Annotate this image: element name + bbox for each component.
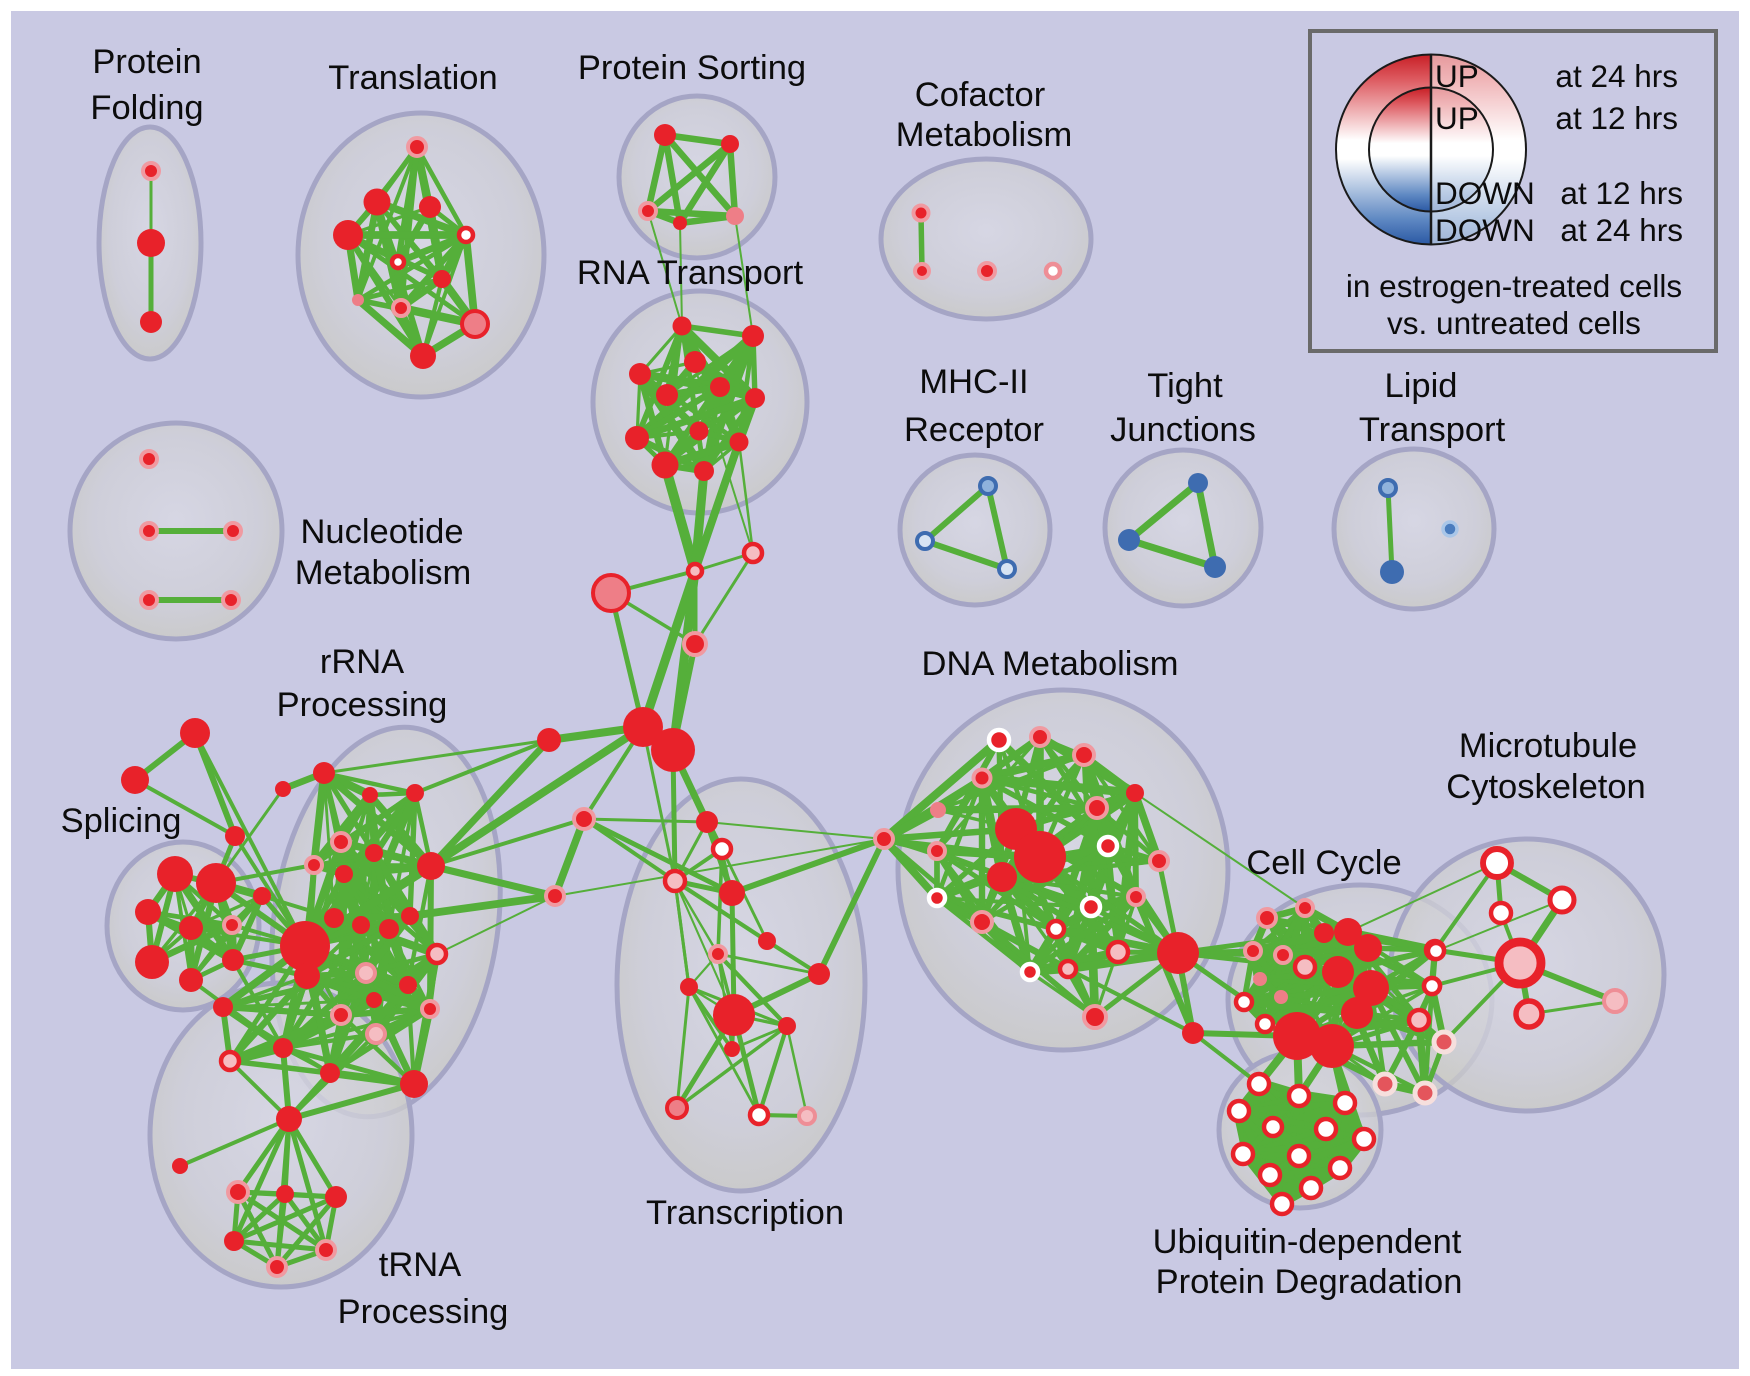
svg-text:Protein Degradation: Protein Degradation — [1156, 1263, 1463, 1301]
svg-text:at 24 hrs: at 24 hrs — [1555, 58, 1678, 94]
svg-text:Translation: Translation — [328, 59, 497, 97]
svg-text:Junctions: Junctions — [1110, 411, 1256, 449]
svg-text:DNA Metabolism: DNA Metabolism — [922, 645, 1179, 683]
svg-text:Transcription: Transcription — [646, 1194, 844, 1232]
svg-text:MHC-II: MHC-II — [919, 363, 1028, 401]
svg-text:RNA Transport: RNA Transport — [577, 254, 804, 292]
svg-text:DOWN: DOWN — [1435, 175, 1535, 211]
svg-text:Ubiquitin-dependent: Ubiquitin-dependent — [1153, 1223, 1462, 1261]
svg-text:in estrogen-treated cells: in estrogen-treated cells — [1346, 268, 1682, 304]
svg-text:Lipid: Lipid — [1385, 367, 1458, 405]
svg-text:at 24 hrs: at 24 hrs — [1560, 212, 1683, 248]
svg-text:Cell Cycle: Cell Cycle — [1246, 844, 1401, 882]
svg-text:Receptor: Receptor — [904, 411, 1044, 449]
svg-text:tRNA: tRNA — [379, 1246, 461, 1284]
svg-text:Splicing: Splicing — [61, 802, 182, 840]
svg-text:Nucleotide: Nucleotide — [300, 513, 463, 551]
svg-text:Tight: Tight — [1147, 367, 1223, 405]
svg-text:Protein Sorting: Protein Sorting — [578, 49, 806, 87]
svg-text:Transport: Transport — [1359, 411, 1506, 449]
svg-text:DOWN: DOWN — [1435, 212, 1535, 248]
svg-text:UP: UP — [1435, 58, 1479, 94]
svg-text:Processing: Processing — [338, 1293, 509, 1331]
svg-text:UP: UP — [1435, 100, 1479, 136]
svg-text:Microtubule: Microtubule — [1459, 727, 1637, 765]
svg-text:Metabolism: Metabolism — [896, 116, 1072, 154]
svg-text:Folding: Folding — [90, 89, 203, 127]
svg-text:Cofactor: Cofactor — [915, 76, 1045, 114]
svg-text:Cytoskeleton: Cytoskeleton — [1446, 768, 1645, 806]
svg-text:rRNA: rRNA — [320, 643, 404, 681]
svg-text:at 12 hrs: at 12 hrs — [1560, 175, 1683, 211]
svg-text:Processing: Processing — [277, 686, 448, 724]
svg-text:Protein: Protein — [92, 43, 201, 81]
svg-text:at 12 hrs: at 12 hrs — [1555, 100, 1678, 136]
svg-text:vs. untreated cells: vs. untreated cells — [1387, 305, 1641, 341]
svg-text:Metabolism: Metabolism — [295, 554, 471, 592]
